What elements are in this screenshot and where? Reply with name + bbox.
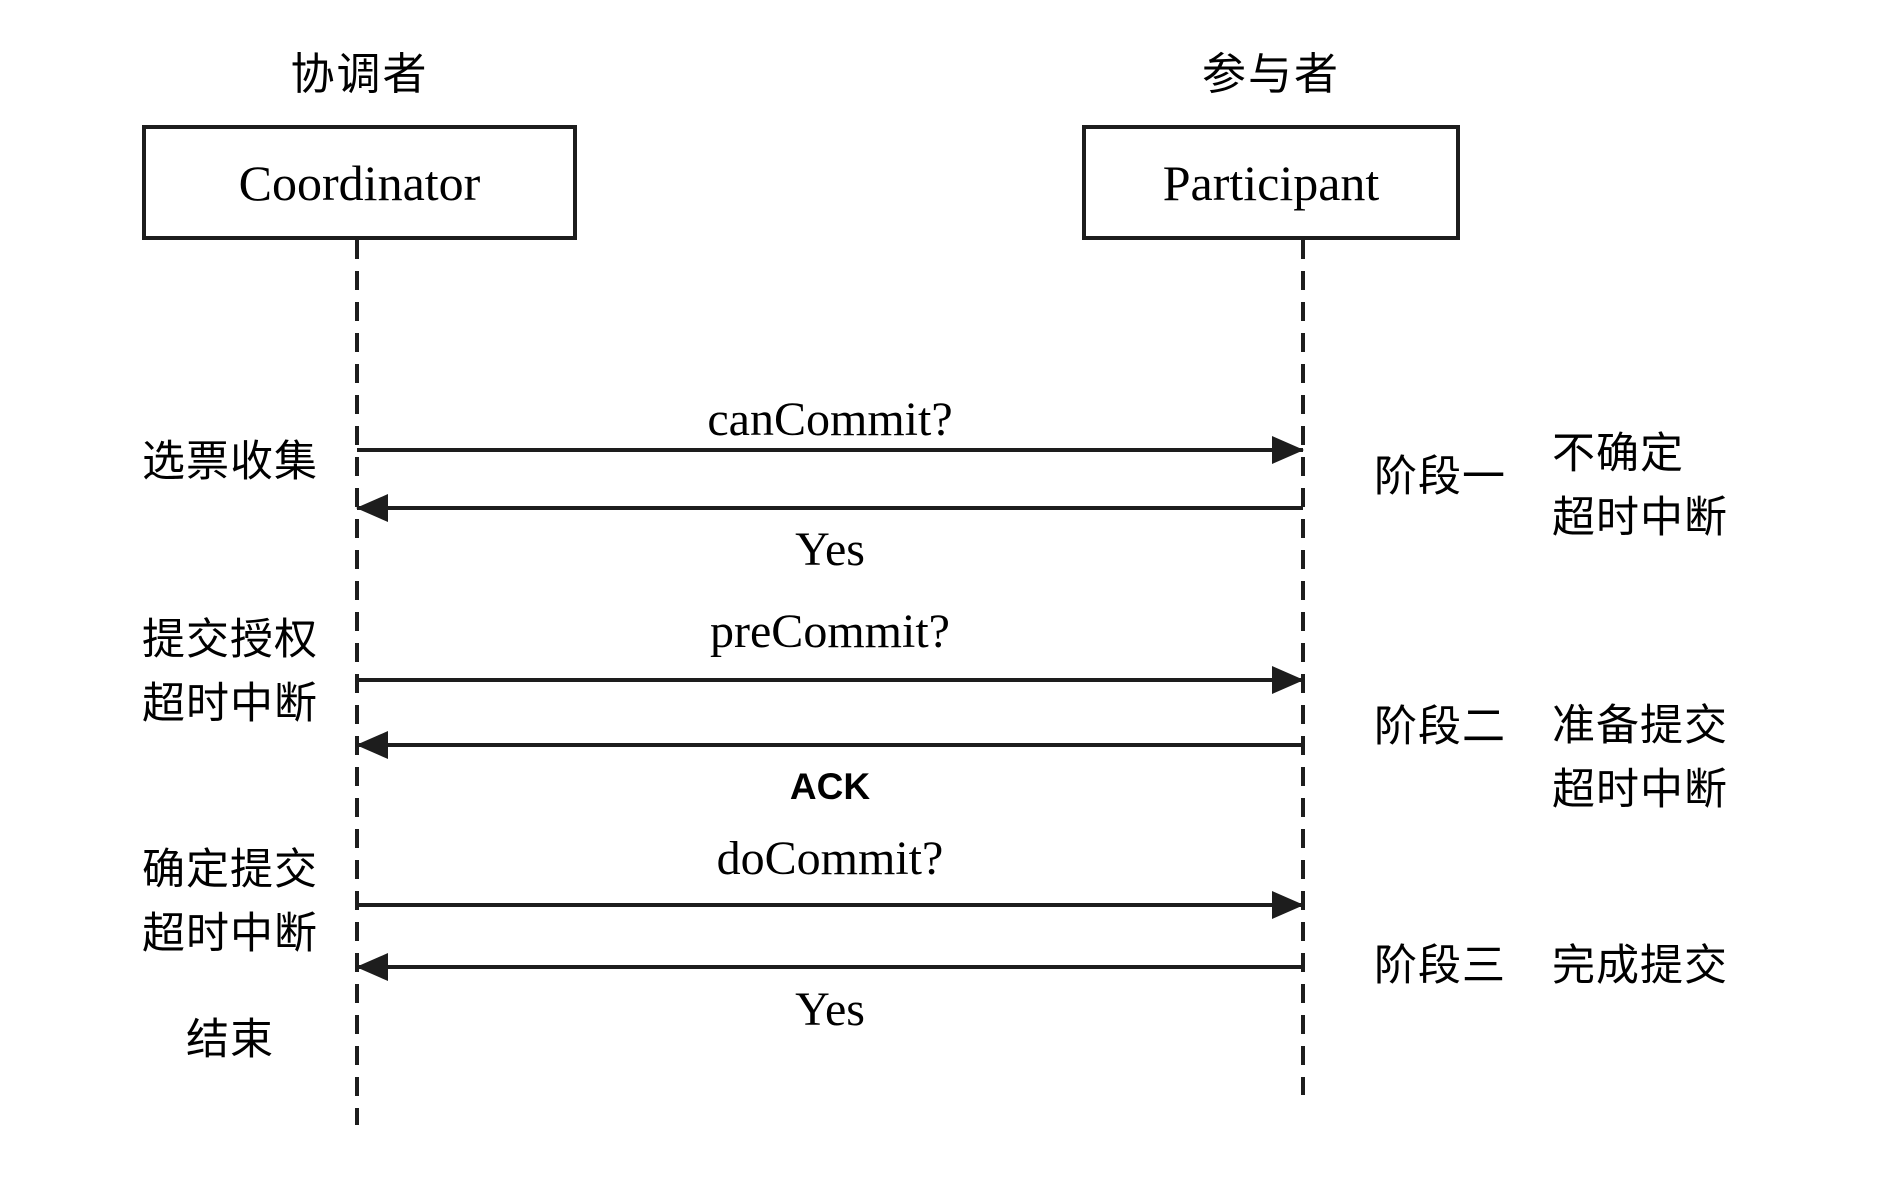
- message-label-yes2: Yes: [795, 983, 865, 1036]
- docommit-arrow: [357, 891, 1304, 919]
- yes2-arrow: [356, 953, 1303, 981]
- phase3-name: 阶段三: [1374, 942, 1506, 990]
- state-confirm-commit: 确定提交 超时中断: [100, 838, 360, 966]
- phase1-notes: 不确定 超时中断: [1552, 422, 1728, 550]
- message-label-precommit: preCommit?: [710, 605, 950, 658]
- coordinator-label: Coordinator: [238, 154, 481, 211]
- message-label-cancommit: canCommit?: [707, 393, 953, 446]
- phase-note: 完成提交: [1552, 942, 1728, 990]
- cancommit-arrow: [357, 436, 1304, 464]
- state-line: 超时中断: [142, 910, 318, 958]
- state-line: 选票收集: [142, 438, 318, 486]
- phase2-name: 阶段二: [1374, 703, 1506, 751]
- message-label-ack: ACK: [789, 766, 871, 807]
- state-commit-authorize: 提交授权 超时中断: [100, 608, 360, 736]
- state-line: 确定提交: [142, 846, 318, 894]
- state-line: 提交授权: [142, 616, 318, 664]
- phase1-name: 阶段一: [1374, 453, 1506, 501]
- phase-note: 超时中断: [1552, 766, 1728, 814]
- arrowhead-left-icon: [356, 494, 388, 522]
- state-end: 结束: [100, 1008, 360, 1072]
- coordinator-title-cn: 协调者: [290, 50, 429, 99]
- arrowhead-right-icon: [1272, 666, 1304, 694]
- participant-box: Participant: [1082, 125, 1460, 240]
- phase-note: 不确定: [1552, 430, 1684, 478]
- ack-arrow: [356, 731, 1303, 759]
- state-vote-collection: 选票收集: [100, 430, 360, 494]
- coordinator-box: Coordinator: [142, 125, 577, 240]
- participant-title-cn: 参与者: [1202, 50, 1340, 99]
- phase-note: 准备提交: [1552, 702, 1728, 750]
- arrowhead-right-icon: [1272, 891, 1304, 919]
- phase-note: 超时中断: [1552, 494, 1728, 542]
- coordinator-lifeline: [355, 240, 359, 1125]
- arrowhead-left-icon: [356, 953, 388, 981]
- state-line: 超时中断: [142, 680, 318, 728]
- precommit-arrow: [357, 666, 1304, 694]
- phase2-notes: 准备提交 超时中断: [1552, 694, 1728, 822]
- phase3-notes: 完成提交: [1552, 934, 1728, 998]
- participant-label: Participant: [1162, 154, 1380, 211]
- arrowhead-left-icon: [356, 731, 388, 759]
- message-label-yes1: Yes: [795, 523, 865, 576]
- arrowhead-right-icon: [1272, 436, 1304, 464]
- yes1-arrow: [356, 494, 1303, 522]
- message-label-docommit: doCommit?: [716, 832, 944, 885]
- state-line: 结束: [186, 1016, 274, 1064]
